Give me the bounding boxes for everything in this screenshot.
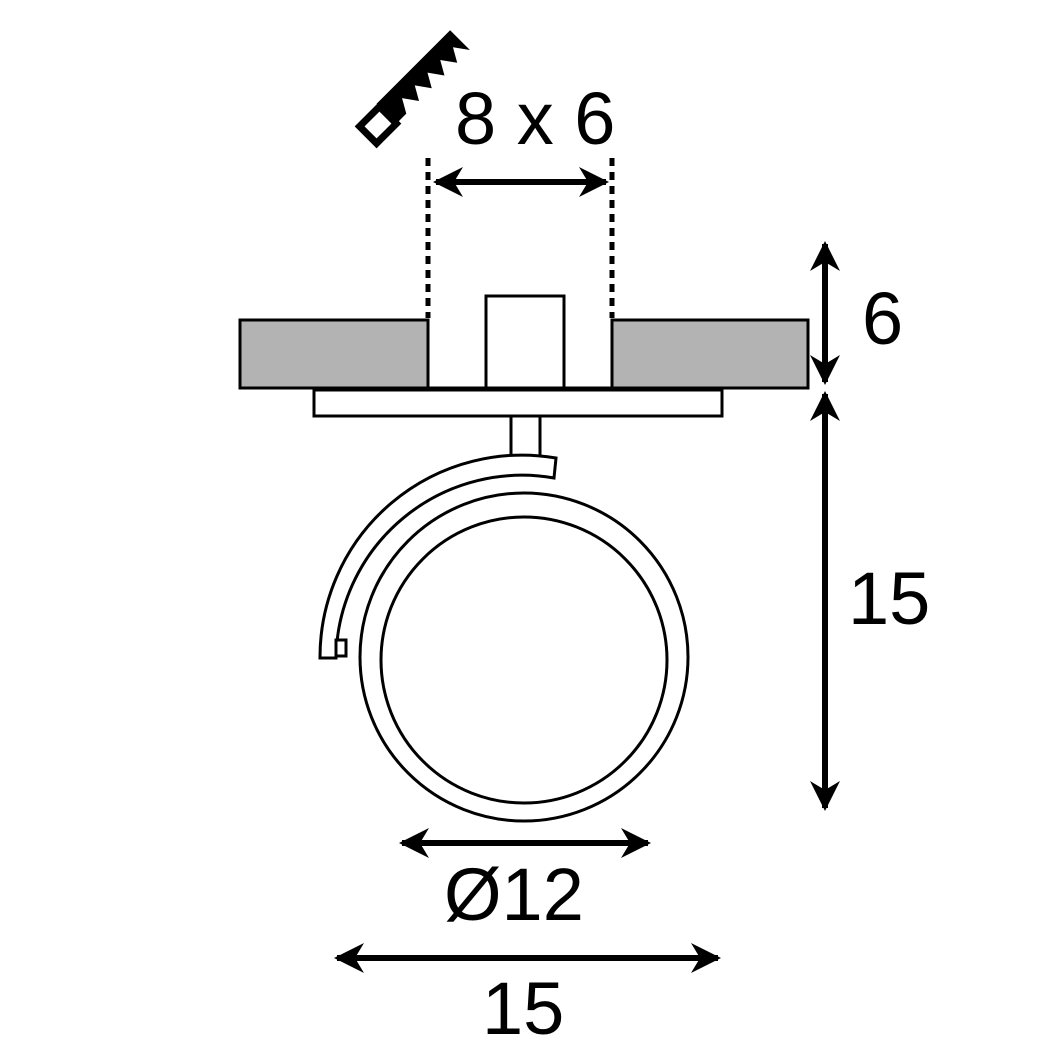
gimbal-bracket xyxy=(318,453,558,660)
mounting-plate xyxy=(312,388,724,418)
ceiling-left xyxy=(238,318,430,390)
housing-block xyxy=(484,294,566,390)
overall-width-label: 15 xyxy=(482,967,565,1050)
ceiling-right xyxy=(610,318,810,390)
lens-diameter-label: Ø12 xyxy=(444,853,584,936)
lamp-lens xyxy=(379,515,669,805)
saw-icon xyxy=(354,30,470,149)
stem xyxy=(509,414,542,460)
cutout-label: 8 x 6 xyxy=(455,77,616,160)
recess-depth-label: 6 xyxy=(862,277,904,360)
height-below-label: 15 xyxy=(848,557,931,640)
